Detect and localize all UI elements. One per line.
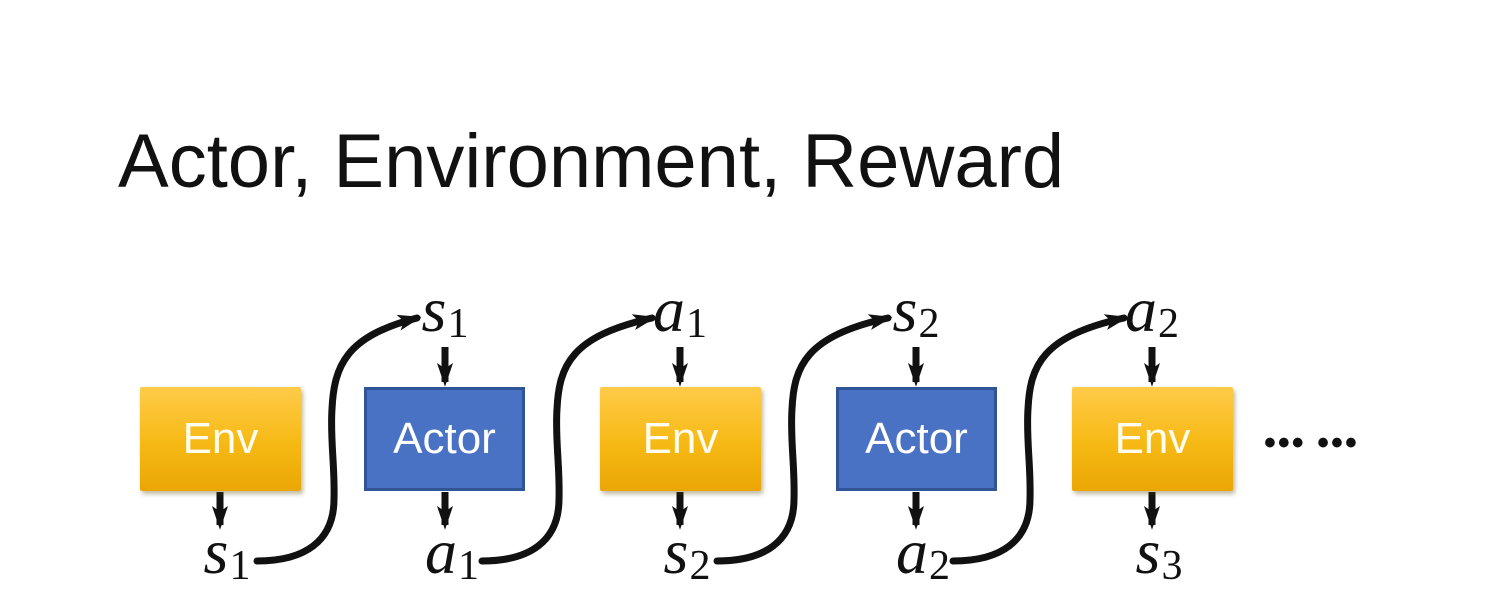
label-base: s — [1135, 516, 1161, 587]
state-label-s2-top: s2 — [893, 278, 940, 345]
label-base: s — [421, 274, 447, 345]
state-label-s1-top: s1 — [422, 278, 469, 345]
label-sub: 2 — [689, 542, 711, 589]
label-base: a — [1125, 274, 1157, 345]
env-box-3: Env — [1072, 387, 1233, 491]
label-sub: 2 — [1158, 300, 1179, 347]
actor-box-1: Actor — [364, 387, 525, 491]
state-label-s3-bottom: s3 — [1136, 520, 1183, 587]
continuation-ellipsis: ••• ••• — [1264, 424, 1359, 462]
state-label-s1-bottom: s1 — [204, 520, 251, 587]
action-label-a1-bottom: a1 — [425, 520, 479, 587]
actor-box-2-label: Actor — [865, 414, 968, 463]
actor-box-2: Actor — [836, 387, 997, 491]
slide-title: Actor, Environment, Reward — [118, 119, 1065, 204]
env-box-2: Env — [600, 387, 761, 491]
label-sub: 1 — [458, 542, 479, 589]
label-base: s — [663, 516, 689, 587]
label-sub: 2 — [918, 300, 940, 347]
label-base: a — [653, 274, 685, 345]
label-sub: 1 — [686, 300, 707, 347]
label-base: s — [892, 274, 918, 345]
env-box-1-label: Env — [182, 414, 259, 463]
label-sub: 1 — [229, 542, 251, 589]
label-base: s — [203, 516, 229, 587]
label-sub: 3 — [1161, 542, 1183, 589]
action-label-a2-top: a2 — [1125, 278, 1179, 345]
label-base: a — [896, 516, 928, 587]
label-base: a — [425, 516, 457, 587]
env-box-1: Env — [140, 387, 301, 491]
state-label-s2-bottom: s2 — [664, 520, 711, 587]
label-sub: 1 — [447, 300, 469, 347]
action-label-a2-bottom: a2 — [896, 520, 950, 587]
env-box-3-label: Env — [1114, 414, 1191, 463]
env-box-2-label: Env — [642, 414, 719, 463]
label-sub: 2 — [929, 542, 950, 589]
actor-box-1-label: Actor — [393, 414, 496, 463]
action-label-a1-top: a1 — [653, 278, 707, 345]
